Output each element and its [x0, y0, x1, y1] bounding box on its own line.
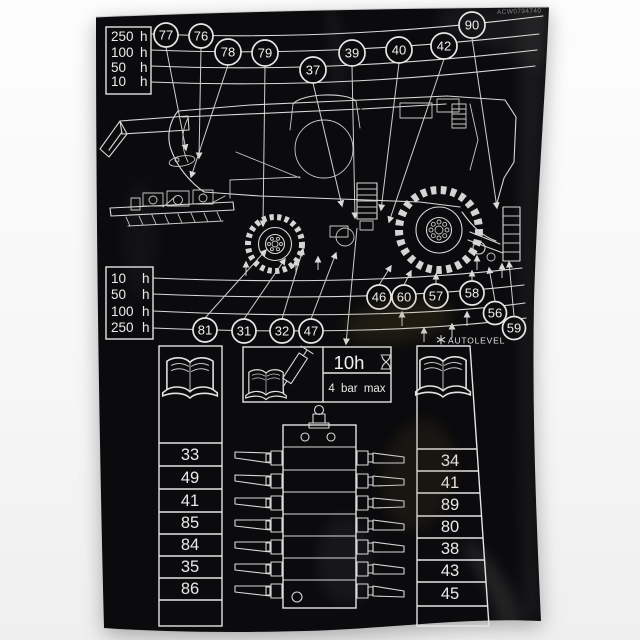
unloading-auger: [99, 115, 190, 158]
interval-unit: h: [140, 60, 148, 75]
grease-point-number: 86: [181, 580, 199, 598]
header-cutter-bar: [109, 189, 235, 227]
callout-circle: 46: [366, 284, 392, 310]
rear-axle-assembly: [461, 206, 521, 262]
callout-circle: 40: [385, 36, 413, 64]
callout-number: 59: [507, 321, 521, 336]
callout-number: 32: [275, 324, 289, 339]
callout-number: 56: [488, 306, 502, 321]
interval-value: 50: [111, 60, 126, 75]
rear-wheel: [395, 186, 483, 274]
callout-number: 46: [372, 290, 386, 305]
interval-value: 10: [111, 74, 126, 89]
grease-point-number: 38: [441, 540, 459, 558]
callout-circle: 79: [251, 39, 279, 67]
top-callouts: 77 76 78 79 37 39 40 42 90: [153, 11, 486, 84]
interval-value: 100: [111, 45, 134, 60]
autolevel-label: AUTOLEVEL: [436, 334, 505, 346]
interval-value: 250: [111, 29, 134, 44]
grease-point-number: 45: [441, 585, 459, 603]
callout-circle: 77: [153, 22, 179, 48]
left-hose-bars: [234, 451, 271, 597]
autolevel-text: AUTOLEVEL: [448, 336, 505, 346]
bottom-callouts: 81 31 32 47 46 60 57 58 56 59: [192, 280, 527, 344]
service-pressure: 4 bar max: [328, 383, 385, 395]
combine-harvester-illustration: [99, 94, 521, 274]
callout-circle: 32: [269, 318, 295, 344]
interval-value: 100: [111, 304, 134, 319]
interval-unit: h: [142, 304, 150, 319]
callout-number: 37: [306, 63, 320, 78]
service-interval-box: 10h 4 bar max: [242, 345, 392, 403]
callout-circle: 47: [298, 318, 324, 344]
interval-unit: h: [140, 29, 148, 44]
left-grease-table: 33 49 41 85 84 35 86: [158, 345, 223, 627]
grease-point-number: 33: [181, 446, 199, 464]
interval-value: 10: [111, 271, 126, 286]
callout-number: 78: [221, 45, 235, 60]
callout-circle: 39: [338, 39, 366, 67]
callout-number: 47: [304, 324, 318, 339]
grease-point-number: 35: [181, 558, 199, 576]
interval-unit: h: [140, 45, 148, 60]
callout-circle: 76: [188, 23, 214, 49]
machine-body: [168, 94, 517, 208]
interval-unit: h: [142, 287, 150, 302]
decal-sticker: ACW0794740 250 h 100 h 50 h 10 h 10 h 50…: [95, 6, 550, 632]
grease-point-number: 85: [181, 514, 199, 532]
grease-bank: [329, 182, 378, 247]
callout-circle: 56: [482, 300, 508, 326]
grease-gun-icon: [282, 345, 314, 394]
callout-circle: 31: [231, 318, 257, 344]
interval-unit: h: [142, 271, 150, 286]
glare-reflections: [317, 6, 549, 627]
callout-number: 39: [345, 46, 359, 61]
hourglass-icon: [380, 354, 392, 370]
autolevel-star-icon: [436, 334, 446, 345]
bottom-interval-table: 10 h 50 h 100 h 250 h: [105, 266, 154, 340]
front-wheel: [245, 214, 305, 274]
callout-circle: 78: [214, 38, 242, 66]
callout-number: 58: [465, 286, 479, 301]
service-interval-hours: 10h: [334, 352, 365, 373]
callout-number: 31: [237, 324, 251, 339]
interval-value: 50: [111, 287, 126, 302]
top-interval-table: 250 h 100 h 50 h 10 h: [105, 26, 152, 95]
callout-number: 76: [194, 29, 208, 44]
callout-number: 57: [429, 289, 443, 304]
callout-circle: 81: [192, 317, 218, 343]
callout-number: 60: [397, 290, 411, 305]
callout-circle: 58: [459, 280, 485, 306]
interval-value: 250: [111, 320, 134, 335]
interval-unit: h: [142, 320, 150, 335]
callout-circle: 42: [430, 32, 458, 60]
interval-unit: h: [140, 74, 148, 89]
grease-point-number: 49: [181, 469, 199, 487]
callout-number: 40: [392, 43, 406, 58]
callout-circle: 37: [299, 56, 327, 84]
grease-point-number: 43: [441, 562, 459, 580]
grease-point-number: 80: [441, 518, 459, 536]
callout-number: 77: [159, 28, 173, 43]
callout-number: 42: [437, 39, 451, 54]
callout-number: 81: [198, 323, 212, 338]
callout-number: 79: [258, 46, 272, 61]
grease-point-number: 84: [181, 536, 199, 554]
grease-point-number: 41: [181, 492, 199, 510]
